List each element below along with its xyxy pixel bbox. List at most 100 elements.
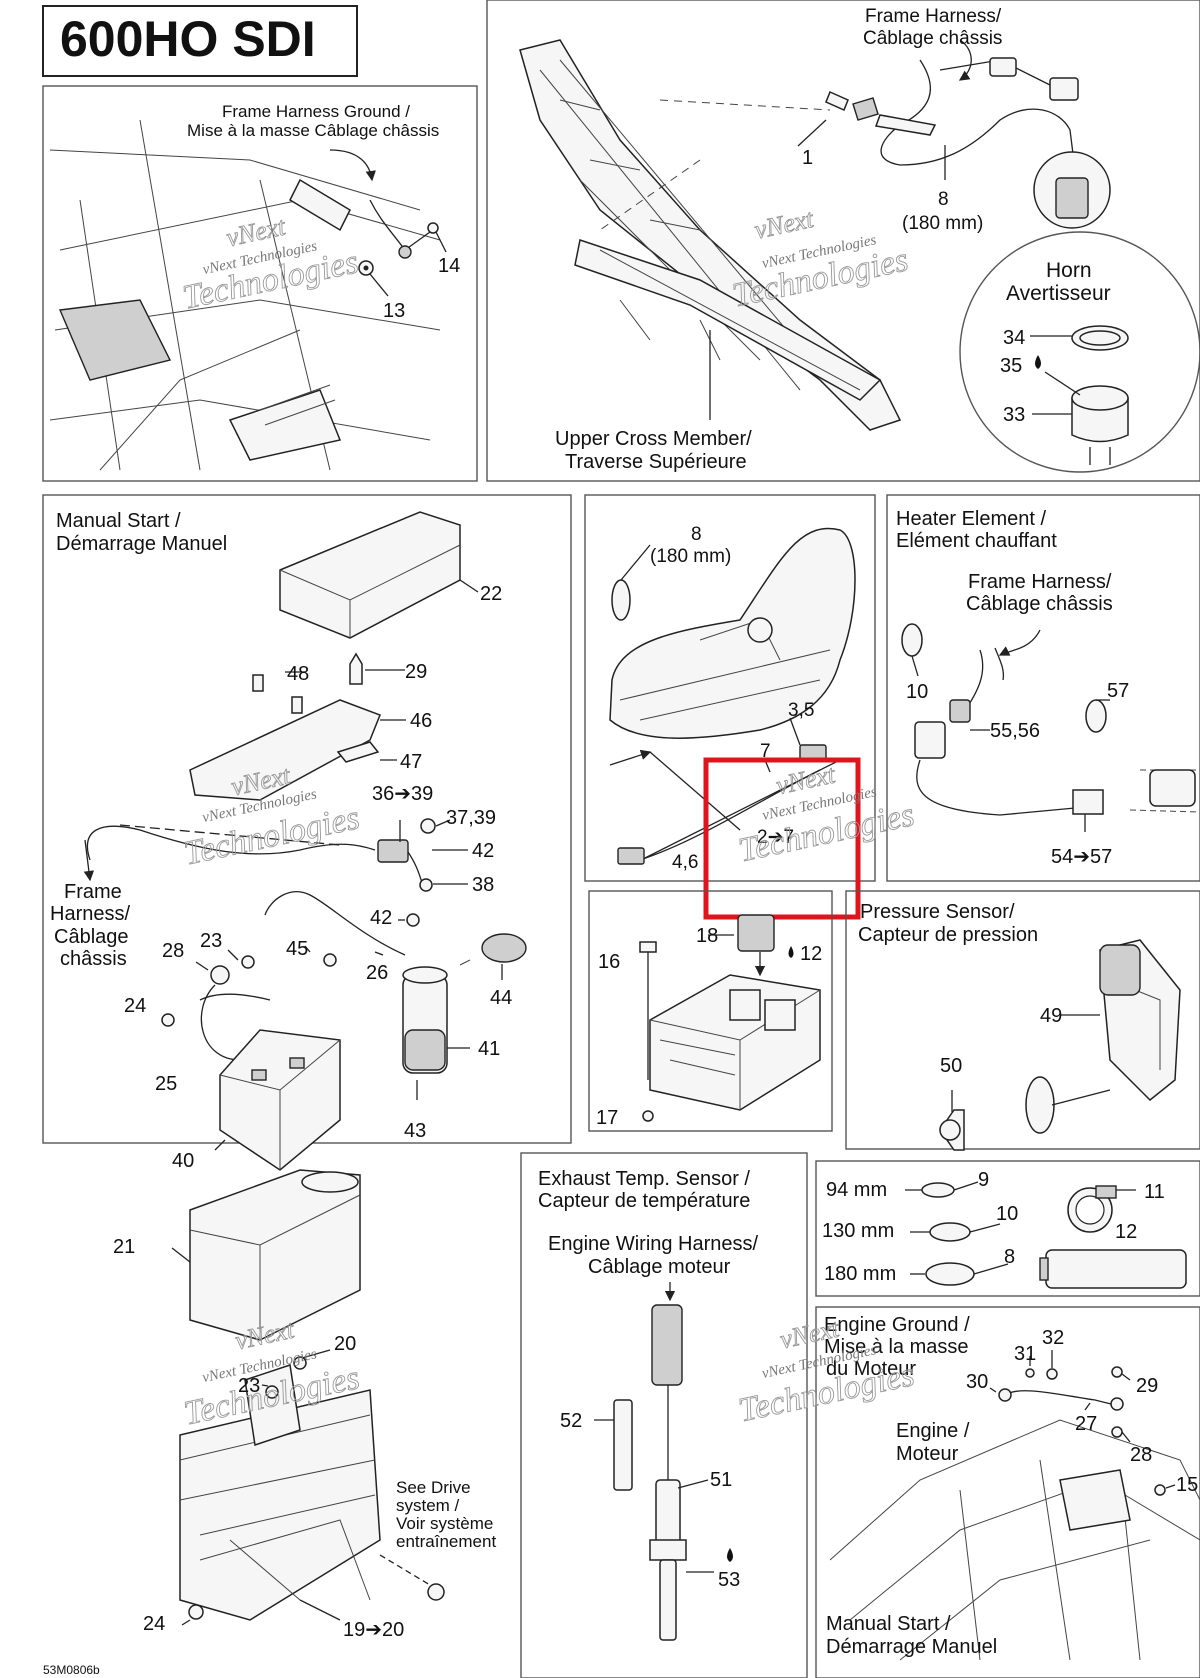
callout-24a: 24 <box>124 995 146 1017</box>
callout-24b: 24 <box>143 1613 165 1635</box>
callout-26: 26 <box>366 962 388 984</box>
callout-28b: 28 <box>1130 1444 1152 1466</box>
callout-33: 33 <box>1003 404 1025 426</box>
callout-29: 29 <box>405 661 427 683</box>
bracket-46: 48 29 46 47 <box>189 652 432 801</box>
drop-icon <box>727 1548 733 1562</box>
callout-14: 14 <box>435 231 460 277</box>
callout-10b: 10 <box>996 1203 1018 1225</box>
cap-44: 44 <box>459 933 527 1009</box>
callout-8-top: 8(180 mm) <box>902 145 983 234</box>
callout-12: 12 <box>800 943 822 965</box>
callout-29b: 29 <box>1136 1375 1158 1397</box>
heater-harness-label-en: Frame Harness/ <box>968 571 1112 593</box>
sensor-illustration: 52 51 53 <box>560 1282 740 1641</box>
callout-12b: 12 <box>1115 1221 1137 1243</box>
frame-harness-l1: Frame <box>64 881 122 903</box>
callout-15: 15 <box>1176 1474 1198 1496</box>
callout-38: 38 <box>472 874 494 896</box>
tie-94-label: 94 mm <box>826 1179 887 1201</box>
fusebox-illustration: 18 12 16 17 <box>596 914 822 1129</box>
svg-text:(180 mm): (180 mm) <box>902 213 983 234</box>
callout-11: 11 <box>1144 1181 1165 1203</box>
callout-8-mid-size: (180 mm) <box>650 546 731 567</box>
callout-31: 31 <box>1014 1343 1036 1365</box>
see-drive-l3: Voir système <box>396 1514 493 1533</box>
callout-28: 28 <box>162 940 184 962</box>
callout-34: 34 <box>1003 327 1025 349</box>
drop-icon <box>1035 355 1041 369</box>
frame-ground-label-en: Frame Harness Ground / <box>222 102 410 121</box>
callout-13: 13 <box>369 273 405 322</box>
solenoid-36: 36➔39 37,39 42 38 <box>372 783 496 896</box>
callout-36: 36➔39 <box>372 783 433 805</box>
frame-illustration <box>519 39 902 431</box>
callout-40: 40 <box>172 1150 194 1172</box>
panel-fuse-box: 18 12 16 17 <box>588 890 833 1132</box>
callout-48: 48 <box>287 663 309 685</box>
frame-ground-label-fr: Mise à la masse Câblage châssis <box>187 121 439 140</box>
harness-2-7: 3,5 7 2➔7 4,6 <box>609 700 841 873</box>
title-box: 600HO SDI <box>42 5 358 77</box>
battery-tray-19-20: 20 23 24 19➔20 See Drive system / Voir s… <box>143 1333 496 1641</box>
battery-cables: 23 28 45 26 42 24 25 <box>124 891 420 1095</box>
callout-35-mid: 3,5 <box>788 700 814 721</box>
callout-20: 20 <box>334 1333 356 1355</box>
panel-pressure-sensor: Pressure Sensor/ Capteur de pression 49 … <box>845 890 1200 1151</box>
panel-upper-cross-member: Frame Harness/ Câblage châssis 1 8(180 m… <box>486 0 1200 482</box>
drawing-code: 53M0806b <box>43 1663 100 1677</box>
heater-label-en: Heater Element / <box>896 508 1047 530</box>
callout-16: 16 <box>598 951 620 973</box>
frame-harness-l4: châssis <box>60 948 127 970</box>
frame-harness-top-label-fr: Câblage châssis <box>863 28 1002 49</box>
horn-label-fr: Avertisseur <box>1006 282 1111 305</box>
battery-40: 40 <box>172 1029 341 1172</box>
frame-harness-top <box>825 39 1111 229</box>
panel-battery-box: 21 20 23 24 19➔20 See Drive system / Voi… <box>113 1169 496 1641</box>
engine-ground-label-fr: Mise à la masse <box>824 1336 969 1358</box>
panel-exhaust-sensor: Exhaust Temp. Sensor / Capteur de tempér… <box>520 1152 808 1678</box>
engine-ground-label-en: Engine Ground / <box>824 1314 970 1336</box>
watermark-2: vNext vNext Technologies Technologies <box>729 203 912 315</box>
pressure-illustration: 49 50 <box>939 939 1181 1151</box>
see-drive-l2: system / <box>396 1496 460 1515</box>
svg-text:vNext: vNext <box>752 204 817 245</box>
panel-manual-start: Manual Start / Démarrage Manuel 22 48 29… <box>42 494 572 1172</box>
frame-harness-l2: Harness/ <box>50 903 130 925</box>
callout-51: 51 <box>710 1469 732 1491</box>
tie-180-label: 180 mm <box>824 1263 896 1285</box>
callout-45: 45 <box>286 938 308 960</box>
callout-52: 52 <box>560 1410 582 1432</box>
panel-frame-ground: Frame Harness Ground / Mise à la masse C… <box>42 85 478 482</box>
callout-17: 17 <box>596 1107 618 1129</box>
callout-7: 7 <box>760 741 771 762</box>
engine-label-en: Engine / <box>896 1420 970 1442</box>
frame-harness-l3: Câblage <box>54 926 129 948</box>
callout-5457: 54➔57 <box>1051 846 1112 868</box>
engine-illustration: 32 31 30 29 27 28 15 <box>829 1327 1200 1661</box>
callout-22: 22 <box>480 583 502 605</box>
callout-43: 43 <box>404 1120 426 1142</box>
callout-53: 53 <box>718 1569 740 1591</box>
callout-10: 10 <box>906 681 928 703</box>
heater-label-fr: Elément chauffant <box>896 530 1057 552</box>
manual-start-bottom-label-fr: Démarrage Manuel <box>826 1636 997 1658</box>
page-title: 600HO SDI <box>60 11 316 67</box>
callout-9: 9 <box>978 1169 989 1191</box>
manual-start-label-en: Manual Start / <box>56 510 181 532</box>
engine-wiring-label-en: Engine Wiring Harness/ <box>548 1233 759 1255</box>
heater-illustration: 10 57 55,56 54➔57 <box>901 623 1200 868</box>
tie-130-label: 130 mm <box>822 1220 894 1242</box>
svg-text:14: 14 <box>438 255 460 277</box>
tank-illustration: 8 (180 mm) <box>609 524 856 739</box>
callout-1: 1 <box>797 119 827 169</box>
manual-start-bottom-label-en: Manual Start / <box>826 1613 951 1635</box>
panel-harness-mid: 8 (180 mm) 3,5 7 2➔7 4,6 <box>584 494 876 882</box>
see-drive-l4: entraînement <box>396 1532 496 1551</box>
pressure-label-en: Pressure Sensor/ <box>860 901 1015 923</box>
callout-21: 21 <box>113 1236 135 1258</box>
ground-wire <box>329 149 439 276</box>
callout-32: 32 <box>1042 1327 1064 1349</box>
exhaust-label-en: Exhaust Temp. Sensor / <box>538 1168 750 1190</box>
callout-23b: 23 <box>238 1375 260 1397</box>
